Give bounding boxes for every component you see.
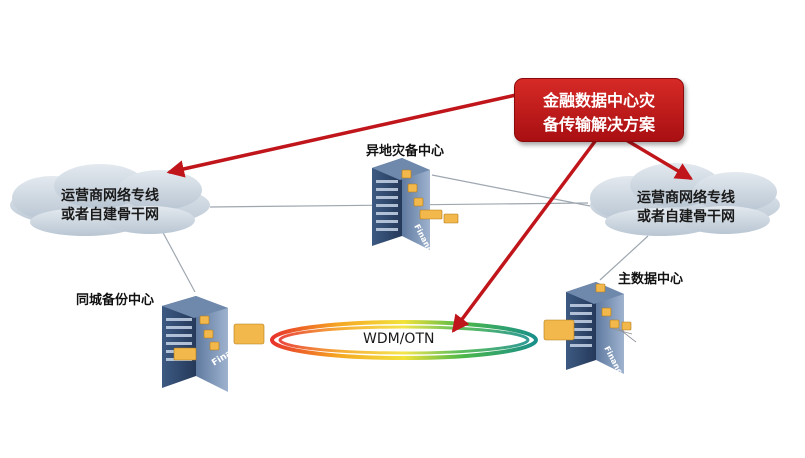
wdm-otn-ring xyxy=(270,320,538,360)
ring-label: WDM/OTN xyxy=(363,331,435,347)
link-right-cloud-to-main xyxy=(599,235,649,281)
cloud-left-line2: 或者自建骨干网 xyxy=(61,207,159,223)
cloud-left xyxy=(10,164,210,236)
cloud-left-label: 运营商网络专线 或者自建骨干网 xyxy=(40,187,180,225)
arrow-to-ring xyxy=(451,138,598,333)
title-box: 金融数据中心灾 备传输解决方案 xyxy=(514,78,684,142)
title-line1: 金融数据中心灾 xyxy=(542,91,655,110)
arrow-to-left-cloud xyxy=(166,93,518,178)
building-city-backup: Finance xyxy=(162,296,265,392)
title-line2: 备传输解决方案 xyxy=(542,115,655,134)
cloud-left-line1: 运营商网络专线 xyxy=(61,188,159,204)
cloud-right-line2: 或者自建骨干网 xyxy=(637,209,735,225)
cloud-right-label: 运营商网络专线 或者自建骨干网 xyxy=(616,189,756,227)
site-label-city-backup: 同城备份中心 xyxy=(76,293,155,308)
link-dr-to-right-cloud xyxy=(431,174,591,207)
cloud-right-line1: 运营商网络专线 xyxy=(637,190,735,206)
building-main-dc: Finance xyxy=(543,282,637,380)
building-remote-dr: Finance xyxy=(372,158,459,258)
link-left-cloud-to-city xyxy=(159,226,196,293)
cloud-right xyxy=(590,163,780,236)
site-label-remote-dr: 异地灾备中心 xyxy=(366,144,445,159)
site-label-main-dc: 主数据中心 xyxy=(618,272,684,287)
